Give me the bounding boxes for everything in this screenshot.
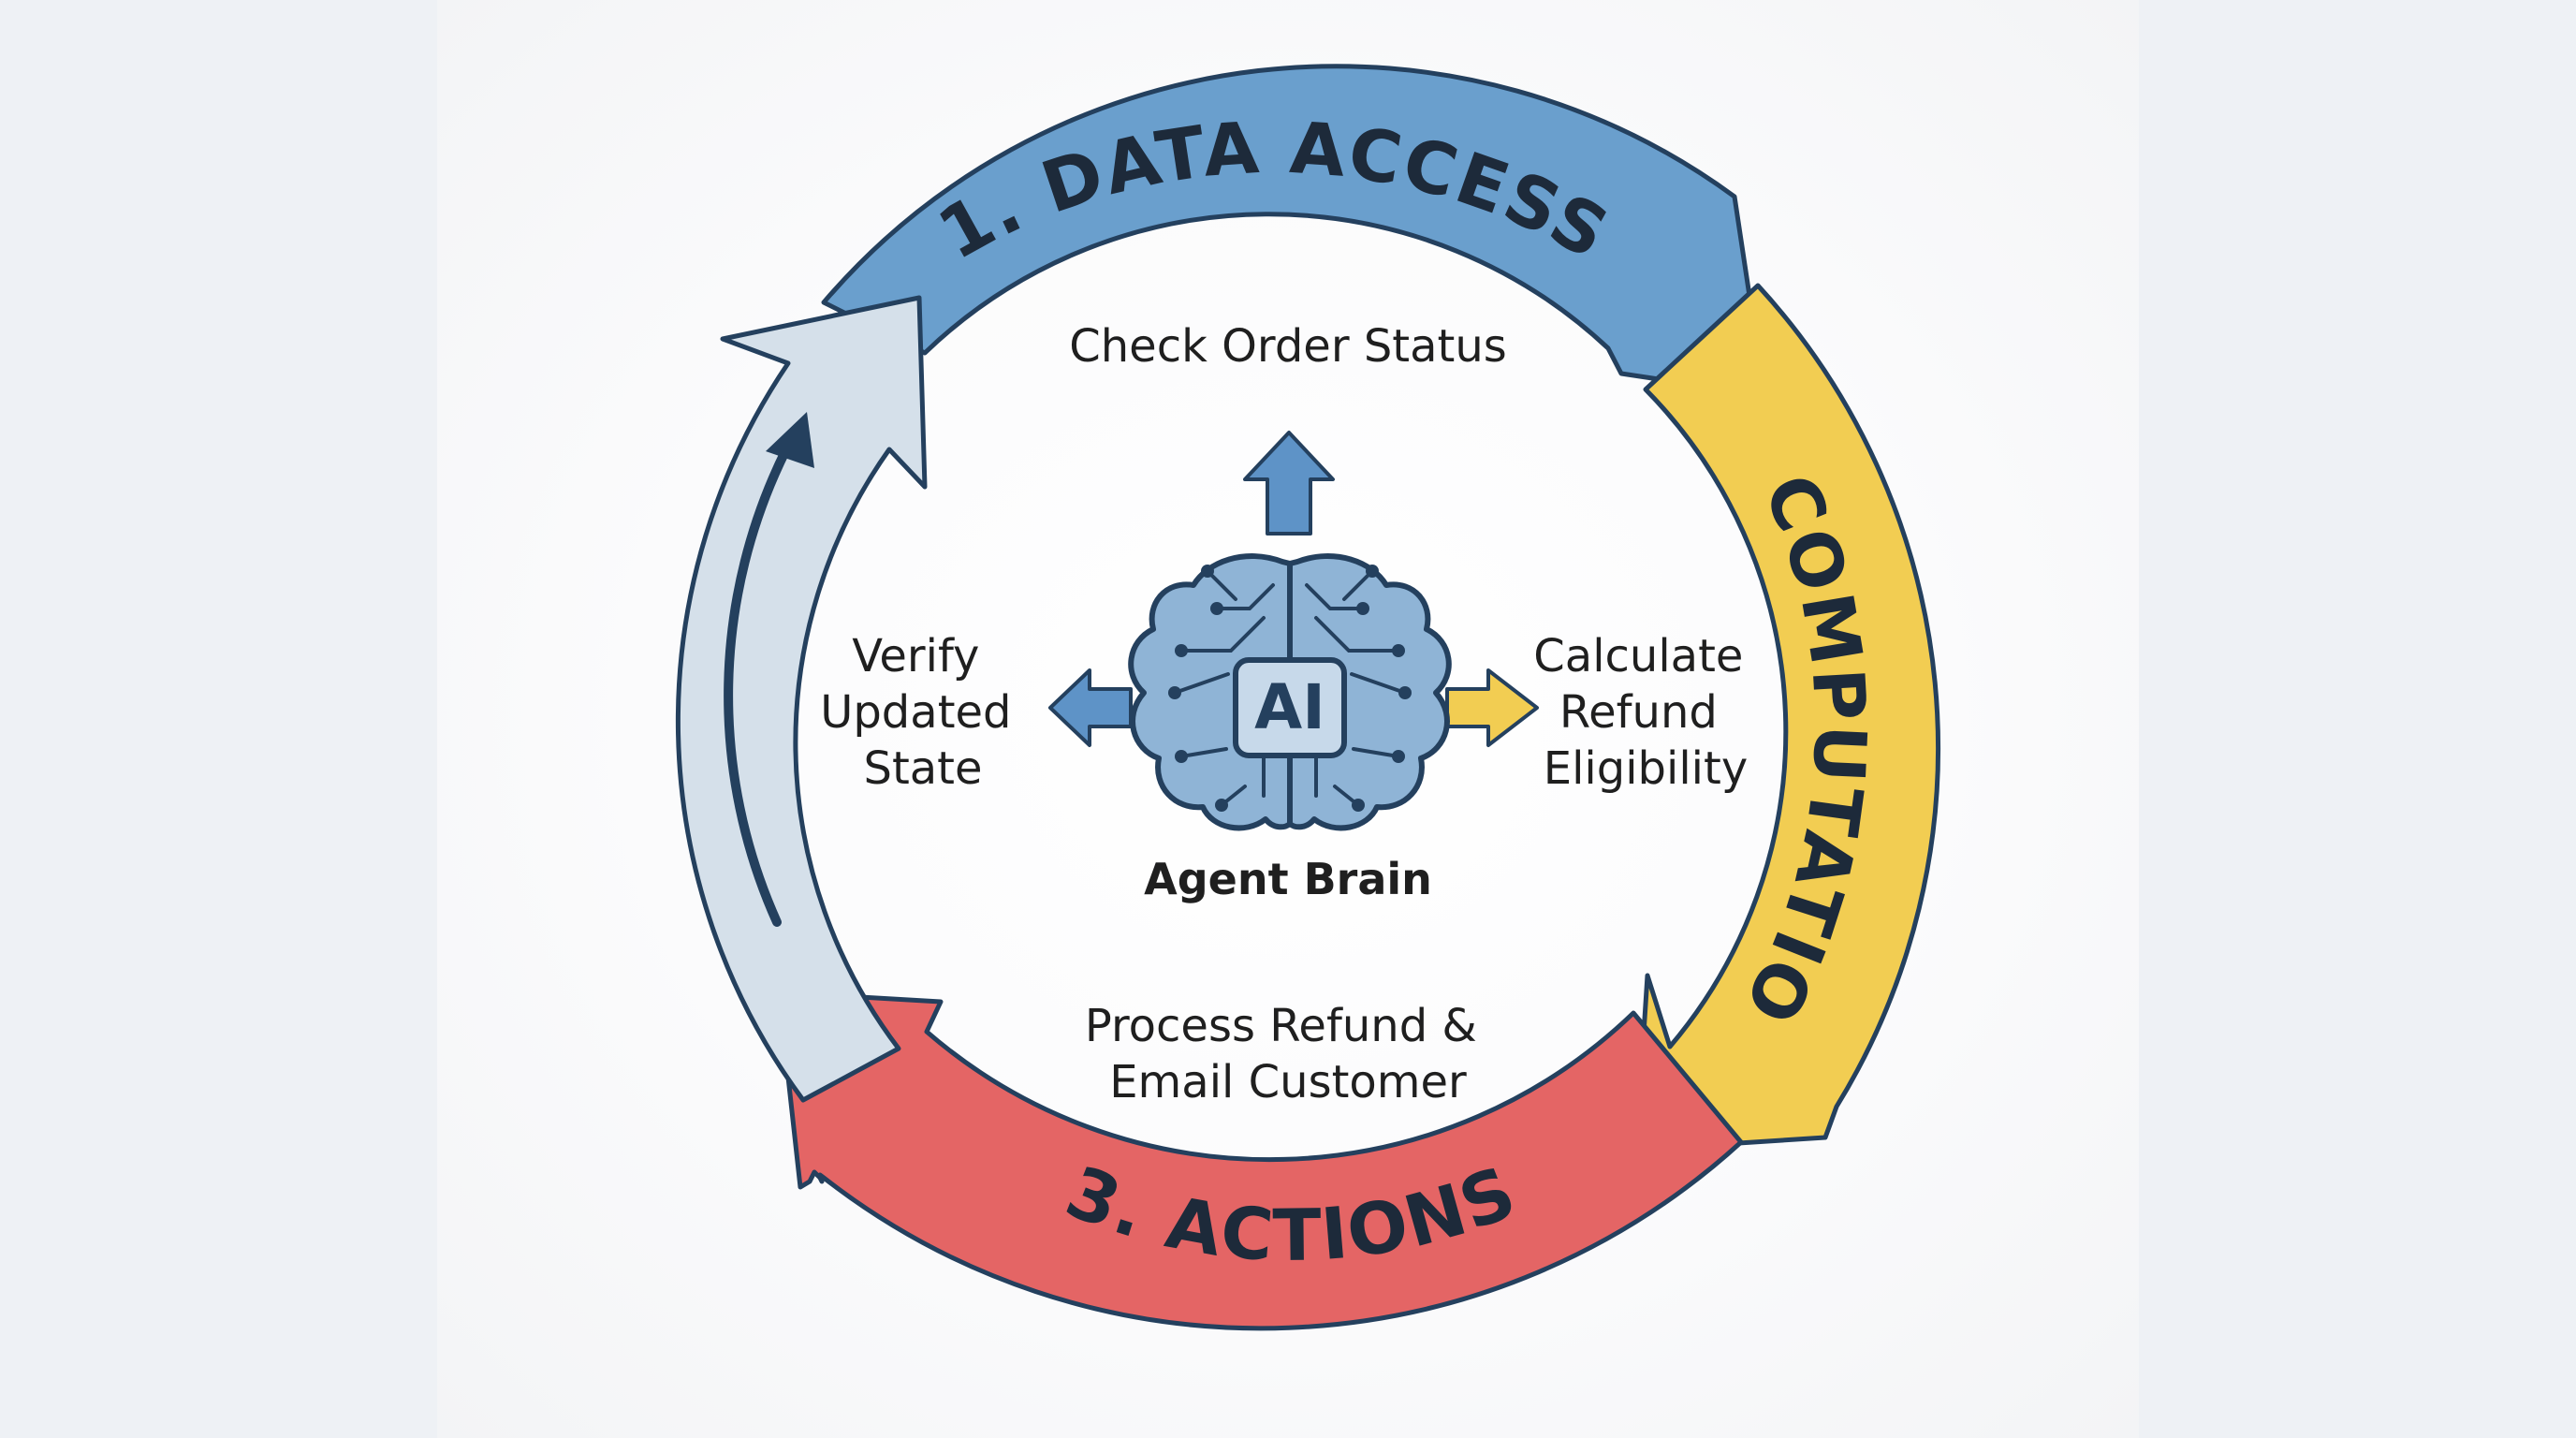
- right-arrow-icon: [1445, 668, 1539, 747]
- data-access-arrow: [821, 64, 1767, 398]
- ai-badge-text: AI: [1254, 671, 1325, 743]
- up-arrow-icon: [1243, 431, 1335, 536]
- brain-circuit-icon: AI: [1128, 553, 1452, 831]
- verify-inner-arrow: [724, 445, 791, 927]
- verify-detail: Verify Updated State: [820, 630, 1026, 795]
- verify-arrow: [675, 295, 928, 1103]
- actions-arrow: [776, 990, 1744, 1331]
- computation-detail: Calculate Refund Eligibility: [1533, 630, 1757, 795]
- verify-inner-arrowhead: [766, 412, 814, 468]
- ai-chip: [1233, 657, 1347, 758]
- actions-detail: Process Refund & Email Customer: [1085, 1000, 1491, 1108]
- brain-caption: Agent Brain: [1144, 854, 1432, 904]
- left-arrow-icon: [1048, 668, 1133, 747]
- data-access-detail: Check Order Status: [1069, 320, 1507, 373]
